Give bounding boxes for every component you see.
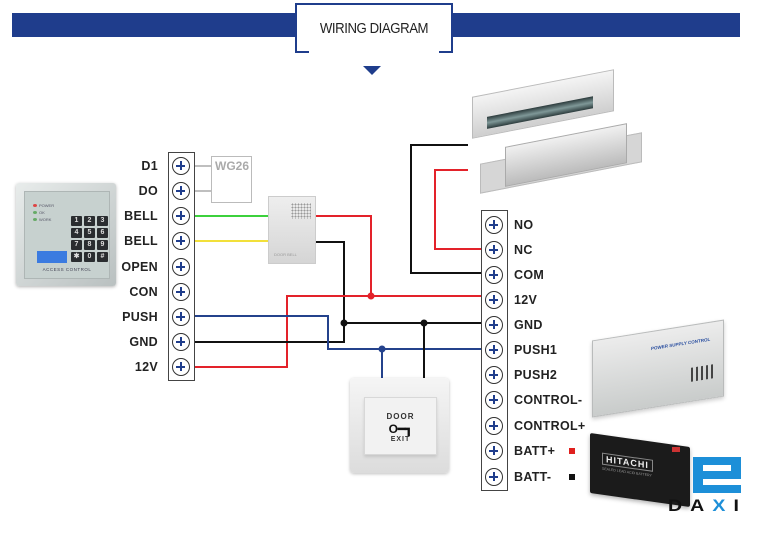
wire-com-black (410, 144, 481, 274)
title-box: WIRING DIAGRAM (295, 3, 453, 53)
down-triangle-icon (363, 66, 381, 75)
wire-gnd-black (191, 322, 481, 343)
keypad-brand: ACCESS CONTROL (42, 267, 92, 272)
terminal-screw-icon (485, 417, 503, 435)
led-ok-label: OK (39, 210, 45, 215)
key-8: 8 (84, 240, 95, 250)
vent-slots-icon (691, 364, 713, 382)
logo-text: DAXI (668, 496, 747, 516)
wire-doorbell-red (316, 215, 372, 296)
keypad-keys: 1 2 3 4 5 6 7 8 9 ✱ 0 # (71, 216, 108, 262)
right-label-push2: PUSH2 (514, 368, 558, 382)
terminal-screw-icon (485, 266, 503, 284)
left-label-gnd: GND (129, 335, 158, 349)
batt-minus-marker-icon (569, 474, 575, 480)
left-label-bell-1: BELL (124, 209, 158, 223)
right-label-12v: 12V (514, 293, 538, 307)
junction-black-2 (420, 319, 428, 327)
doorbell: DOOR BELL (268, 196, 316, 264)
right-label-push1: PUSH1 (514, 343, 558, 357)
logo-text-right: I (733, 496, 747, 515)
key-6: 6 (97, 228, 108, 238)
key-4: 4 (71, 228, 82, 238)
key-icon: O━┓ (388, 422, 413, 436)
right-label-nc: NC (514, 243, 533, 257)
terminal-screw-icon (172, 232, 190, 250)
logo-text-left: DA (668, 496, 713, 515)
doorbell-label: DOOR BELL (274, 252, 297, 257)
key-1: 1 (71, 216, 82, 226)
terminal-screw-icon (172, 333, 190, 351)
terminal-screw-icon (172, 182, 190, 200)
terminal-screw-icon (485, 291, 503, 309)
right-label-control-minus: CONTROL- (514, 393, 583, 407)
page-title: WIRING DIAGRAM (319, 20, 429, 37)
keypad-panel: POWER OK WORK 1 2 3 4 5 6 7 8 9 ✱ 0 # AC… (24, 191, 110, 279)
right-label-gnd: GND (514, 318, 543, 332)
terminal-screw-icon (172, 207, 190, 225)
left-label-open: OPEN (121, 260, 158, 274)
wire-push-blue (191, 315, 481, 350)
junction-red (367, 292, 375, 300)
terminal-screw-icon (172, 308, 190, 326)
key-7: 7 (71, 240, 82, 250)
key-hash: # (97, 252, 108, 262)
terminal-screw-icon (485, 316, 503, 334)
terminal-screw-icon (172, 358, 190, 376)
wire-12v-red (191, 295, 481, 368)
exit-button-exit-text: EXIT (390, 436, 411, 443)
wire-doorbell-black (316, 241, 345, 341)
logo-text-x: X (712, 496, 734, 515)
terminal-screw-icon (485, 442, 503, 460)
title-box-bottom-corners (295, 51, 453, 53)
key-5: 5 (84, 228, 95, 238)
logo-e-icon (693, 457, 741, 493)
terminal-screw-icon (485, 391, 503, 409)
power-supply-label: POWER SUPPLY CONTROL (651, 336, 711, 352)
wire-nc-red (434, 169, 481, 250)
left-label-push: PUSH (122, 310, 158, 324)
key-3: 3 (97, 216, 108, 226)
exit-button-face: DOOR O━┓ EXIT (364, 397, 437, 455)
key-2: 2 (84, 216, 95, 226)
left-label-con: CON (129, 285, 158, 299)
left-label-12v: 12V (134, 360, 158, 374)
led-work-label: WORK (39, 217, 52, 222)
terminal-screw-icon (485, 216, 503, 234)
terminal-screw-icon (485, 468, 503, 486)
terminal-screw-icon (172, 258, 190, 276)
left-label-bell-2: BELL (124, 234, 158, 248)
led-work-icon (33, 218, 37, 221)
exit-button-door-text: DOOR (386, 412, 415, 421)
door-exit-button: DOOR O━┓ EXIT (350, 378, 449, 473)
key-9: 9 (97, 240, 108, 250)
right-label-com: COM (514, 268, 545, 282)
terminal-screw-icon (172, 157, 190, 175)
key-star: ✱ (71, 252, 82, 262)
right-label-no: NO (514, 218, 534, 232)
led-power-icon (33, 204, 37, 207)
terminal-screw-icon (485, 366, 503, 384)
terminal-screw-icon (172, 283, 190, 301)
left-label-d1: D1 (141, 159, 158, 173)
speaker-grill-icon (291, 203, 311, 219)
led-power-label: POWER (39, 203, 55, 208)
terminal-screw-icon (485, 341, 503, 359)
junction-blue (378, 345, 386, 353)
terminal-screw-icon (485, 241, 503, 259)
battery-terminal-icon (672, 447, 680, 452)
wiegand-box: WG26 (211, 156, 252, 203)
right-label-batt-plus: BATT+ (514, 444, 556, 458)
right-label-control-plus: CONTROL+ (514, 419, 586, 433)
batt-plus-marker-icon (569, 448, 575, 454)
key-0: 0 (84, 252, 95, 262)
junction-black-1 (340, 319, 348, 327)
left-label-do: DO (138, 184, 158, 198)
card-reader-area (37, 251, 67, 263)
wiegand-label: WG26 (215, 159, 250, 173)
led-ok-icon (33, 211, 37, 214)
access-control-keypad: POWER OK WORK 1 2 3 4 5 6 7 8 9 ✱ 0 # AC… (16, 183, 116, 286)
right-label-batt-minus: BATT- (514, 470, 552, 484)
